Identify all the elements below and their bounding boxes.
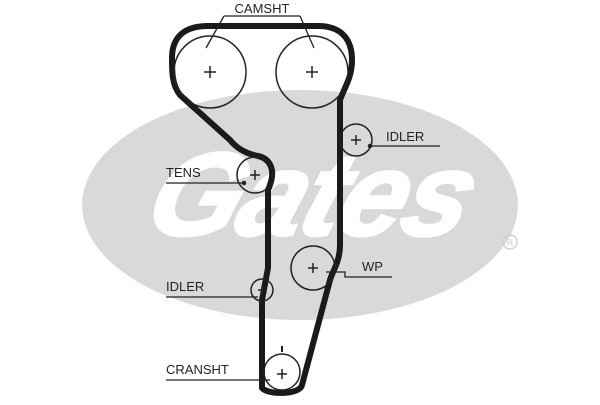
timing-belt bbox=[169, 23, 355, 396]
watermark-wordmark: Gates bbox=[131, 126, 495, 262]
gates-watermark-logo: Gates R bbox=[82, 90, 518, 320]
svg-text:Gates: Gates bbox=[133, 128, 494, 261]
leader-lines bbox=[166, 15, 440, 381]
idler-pulley-upper bbox=[339, 123, 373, 157]
watermark-ellipse bbox=[82, 90, 518, 320]
idler-pulley-lower bbox=[250, 278, 274, 302]
svg-text:R: R bbox=[507, 238, 514, 248]
label-crankshaft: CRANSHT bbox=[166, 362, 229, 377]
label-tensioner: TENS bbox=[166, 165, 201, 180]
leader-water-pump bbox=[326, 271, 392, 278]
label-idler-upper: IDLER bbox=[386, 129, 424, 144]
camshaft-pulley-left bbox=[173, 35, 247, 109]
label-idler-lower: IDLER bbox=[166, 279, 204, 294]
water-pump-pulley bbox=[290, 245, 336, 291]
tensioner-pulley bbox=[236, 156, 274, 194]
leader-camshaft-right bbox=[299, 15, 315, 49]
label-camshaft: CAMSHT bbox=[235, 1, 290, 16]
leader-camshaft-left bbox=[205, 15, 225, 49]
label-water-pump: WP bbox=[362, 259, 383, 274]
registered-mark: R bbox=[502, 234, 518, 250]
camshaft-pulley-right bbox=[275, 35, 349, 109]
crankshaft-pulley bbox=[263, 346, 301, 391]
